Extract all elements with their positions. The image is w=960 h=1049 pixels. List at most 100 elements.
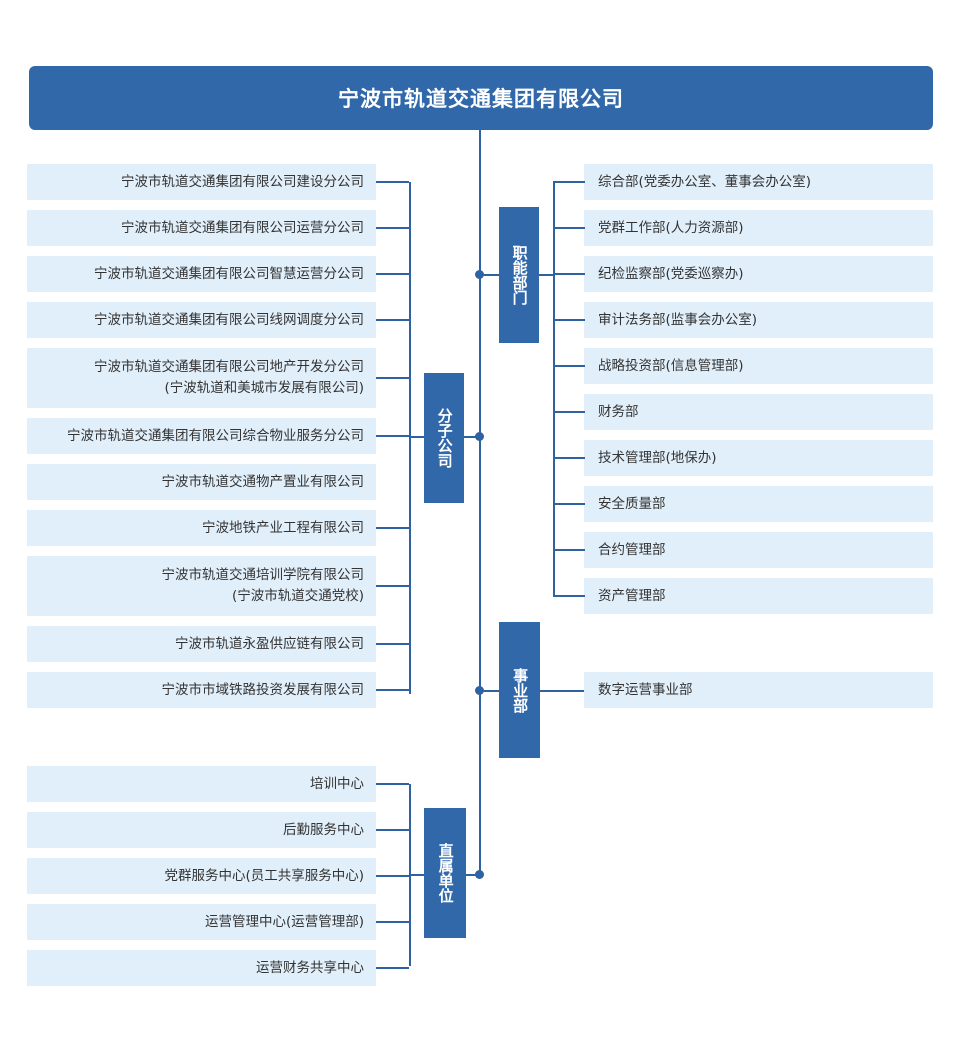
connector-functional-to-spine <box>538 274 554 276</box>
department-item[interactable]: 技术管理部(地保办) <box>584 440 933 476</box>
department-item[interactable]: 合约管理部 <box>584 532 933 568</box>
root-company-title: 宁波市轨道交通集团有限公司 <box>338 87 624 111</box>
subsidiary-item[interactable]: 宁波市轨道交通集团有限公司综合物业服务分公司 <box>27 418 376 454</box>
subsidiary-item-label: 宁波市轨道交通集团有限公司建设分公司 <box>121 173 364 190</box>
subsidiary-item[interactable]: 宁波市轨道交通集团有限公司运营分公司 <box>27 210 376 246</box>
subsidiary-item-label: 宁波市轨道交通集团有限公司地产开发分公司(宁波轨道和美城市发展有限公司) <box>94 357 364 399</box>
connector-department-4 <box>553 365 585 367</box>
subsidiary-item-label: 宁波市轨道交通物产置业有限公司 <box>161 473 365 490</box>
business-unit-item-label: 数字运营事业部 <box>598 681 693 698</box>
subsidiary-item-label: 宁波市轨道交通培训学院有限公司(宁波市轨道交通党校) <box>162 565 365 607</box>
connector-department-0 <box>553 181 585 183</box>
category-label-functional: 职能部门 <box>510 245 529 305</box>
department-item[interactable]: 战略投资部(信息管理部) <box>584 348 933 384</box>
department-item-label: 合约管理部 <box>598 541 666 558</box>
connector-direct-unit-0 <box>376 783 409 785</box>
department-item-label: 纪检监察部(党委巡察办) <box>598 265 744 282</box>
connector-subsidiary-2 <box>376 273 409 275</box>
connector-spine-to-subsidiary-box <box>409 436 425 438</box>
category-box-business-unit[interactable]: 事业部 <box>499 622 540 758</box>
department-item[interactable]: 党群工作部(人力资源部) <box>584 210 933 246</box>
connector-department-3 <box>553 319 585 321</box>
subsidiary-item[interactable]: 宁波地铁产业工程有限公司 <box>27 510 376 546</box>
subsidiary-item-label: 宁波市轨道交通集团有限公司综合物业服务分公司 <box>67 427 364 444</box>
department-item-label: 技术管理部(地保办) <box>598 449 717 466</box>
business-unit-item[interactable]: 数字运营事业部 <box>584 672 933 708</box>
spine-line-departments <box>553 182 555 596</box>
subsidiary-item[interactable]: 宁波市轨道交通培训学院有限公司(宁波市轨道交通党校) <box>27 556 376 616</box>
connector-department-5 <box>553 411 585 413</box>
subsidiary-item[interactable]: 宁波市轨道交通集团有限公司智慧运营分公司 <box>27 256 376 292</box>
subsidiary-item[interactable]: 宁波市轨道交通集团有限公司建设分公司 <box>27 164 376 200</box>
connector-department-2 <box>553 273 585 275</box>
department-item[interactable]: 安全质量部 <box>584 486 933 522</box>
direct-unit-item[interactable]: 运营财务共享中心 <box>27 950 376 986</box>
root-company-box: 宁波市轨道交通集团有限公司 <box>29 66 933 130</box>
direct-unit-item-label: 运营财务共享中心 <box>256 959 364 976</box>
connector-direct-unit-2 <box>376 875 409 877</box>
department-item-label: 安全质量部 <box>598 495 666 512</box>
subsidiary-item[interactable]: 宁波市轨道交通集团有限公司地产开发分公司(宁波轨道和美城市发展有限公司) <box>27 348 376 408</box>
connector-direct-unit-1 <box>376 829 409 831</box>
department-item-label: 资产管理部 <box>598 587 666 604</box>
category-box-functional[interactable]: 职能部门 <box>499 207 539 343</box>
connector-subsidiary-1 <box>376 227 409 229</box>
subsidiary-item-sublabel: (宁波轨道和美城市发展有限公司) <box>164 380 364 396</box>
subsidiary-item-sublabel: (宁波市轨道交通党校) <box>231 588 364 604</box>
connector-department-1 <box>553 227 585 229</box>
department-item-label: 战略投资部(信息管理部) <box>598 357 744 374</box>
subsidiary-item[interactable]: 宁波市轨道交通集团有限公司线网调度分公司 <box>27 302 376 338</box>
direct-unit-item[interactable]: 后勤服务中心 <box>27 812 376 848</box>
direct-unit-item[interactable]: 运营管理中心(运营管理部) <box>27 904 376 940</box>
connector-subsidiary-0 <box>376 181 409 183</box>
connector-trunk-to-functional <box>479 274 500 276</box>
direct-unit-item-label: 党群服务中心(员工共享服务中心) <box>164 867 364 884</box>
category-label-subsidiary: 分子公司 <box>435 408 454 468</box>
direct-unit-item[interactable]: 培训中心 <box>27 766 376 802</box>
department-item[interactable]: 财务部 <box>584 394 933 430</box>
subsidiary-item[interactable]: 宁波市轨道交通物产置业有限公司 <box>27 464 376 500</box>
subsidiary-item-label: 宁波市轨道交通集团有限公司线网调度分公司 <box>94 311 364 328</box>
direct-unit-item[interactable]: 党群服务中心(员工共享服务中心) <box>27 858 376 894</box>
subsidiary-item-label: 宁波市轨道永盈供应链有限公司 <box>175 635 364 652</box>
connector-trunk-to-subsidiary <box>464 436 480 438</box>
category-box-direct-unit[interactable]: 直属单位 <box>424 808 466 938</box>
connector-subsidiary-3 <box>376 319 409 321</box>
direct-unit-item-label: 培训中心 <box>310 775 364 792</box>
department-item[interactable]: 资产管理部 <box>584 578 933 614</box>
department-item[interactable]: 纪检监察部(党委巡察办) <box>584 256 933 292</box>
connector-department-6 <box>553 457 585 459</box>
connector-subsidiary-5 <box>376 435 409 437</box>
category-label-direct-unit: 直属单位 <box>436 843 455 903</box>
direct-unit-item-label: 后勤服务中心 <box>283 821 364 838</box>
direct-unit-item-label: 运营管理中心(运营管理部) <box>204 913 364 930</box>
connector-trunk-to-direct-unit <box>466 874 480 876</box>
subsidiary-item-label: 宁波市轨道交通集团有限公司智慧运营分公司 <box>94 265 364 282</box>
connector-spine-to-direct-unit-box <box>409 874 425 876</box>
category-box-subsidiary[interactable]: 分子公司 <box>424 373 464 503</box>
department-item-label: 党群工作部(人力资源部) <box>598 219 744 236</box>
connector-subsidiary-9 <box>376 643 409 645</box>
department-item-label: 审计法务部(监事会办公室) <box>598 311 758 328</box>
department-item[interactable]: 综合部(党委办公室、董事会办公室) <box>584 164 933 200</box>
connector-subsidiary-7 <box>376 527 409 529</box>
connector-direct-unit-3 <box>376 921 409 923</box>
subsidiary-item[interactable]: 宁波市市域铁路投资发展有限公司 <box>27 672 376 708</box>
department-item-label: 财务部 <box>598 403 639 420</box>
connector-subsidiary-8 <box>376 585 409 587</box>
category-label-business-unit: 事业部 <box>511 667 530 713</box>
connector-department-8 <box>553 549 585 551</box>
subsidiary-item-label: 宁波市轨道交通集团有限公司运营分公司 <box>121 219 364 236</box>
department-item[interactable]: 审计法务部(监事会办公室) <box>584 302 933 338</box>
connector-department-7 <box>553 503 585 505</box>
connector-trunk-to-business-unit <box>479 690 500 692</box>
subsidiary-item[interactable]: 宁波市轨道永盈供应链有限公司 <box>27 626 376 662</box>
spine-line-subsidiaries <box>409 182 411 694</box>
subsidiary-item-label: 宁波市市域铁路投资发展有限公司 <box>161 681 365 698</box>
connector-direct-unit-4 <box>376 967 409 969</box>
connector-business-unit-to-item <box>540 690 584 692</box>
connector-subsidiary-4 <box>376 377 409 379</box>
department-item-label: 综合部(党委办公室、董事会办公室) <box>598 173 812 190</box>
connector-department-9 <box>553 595 585 597</box>
